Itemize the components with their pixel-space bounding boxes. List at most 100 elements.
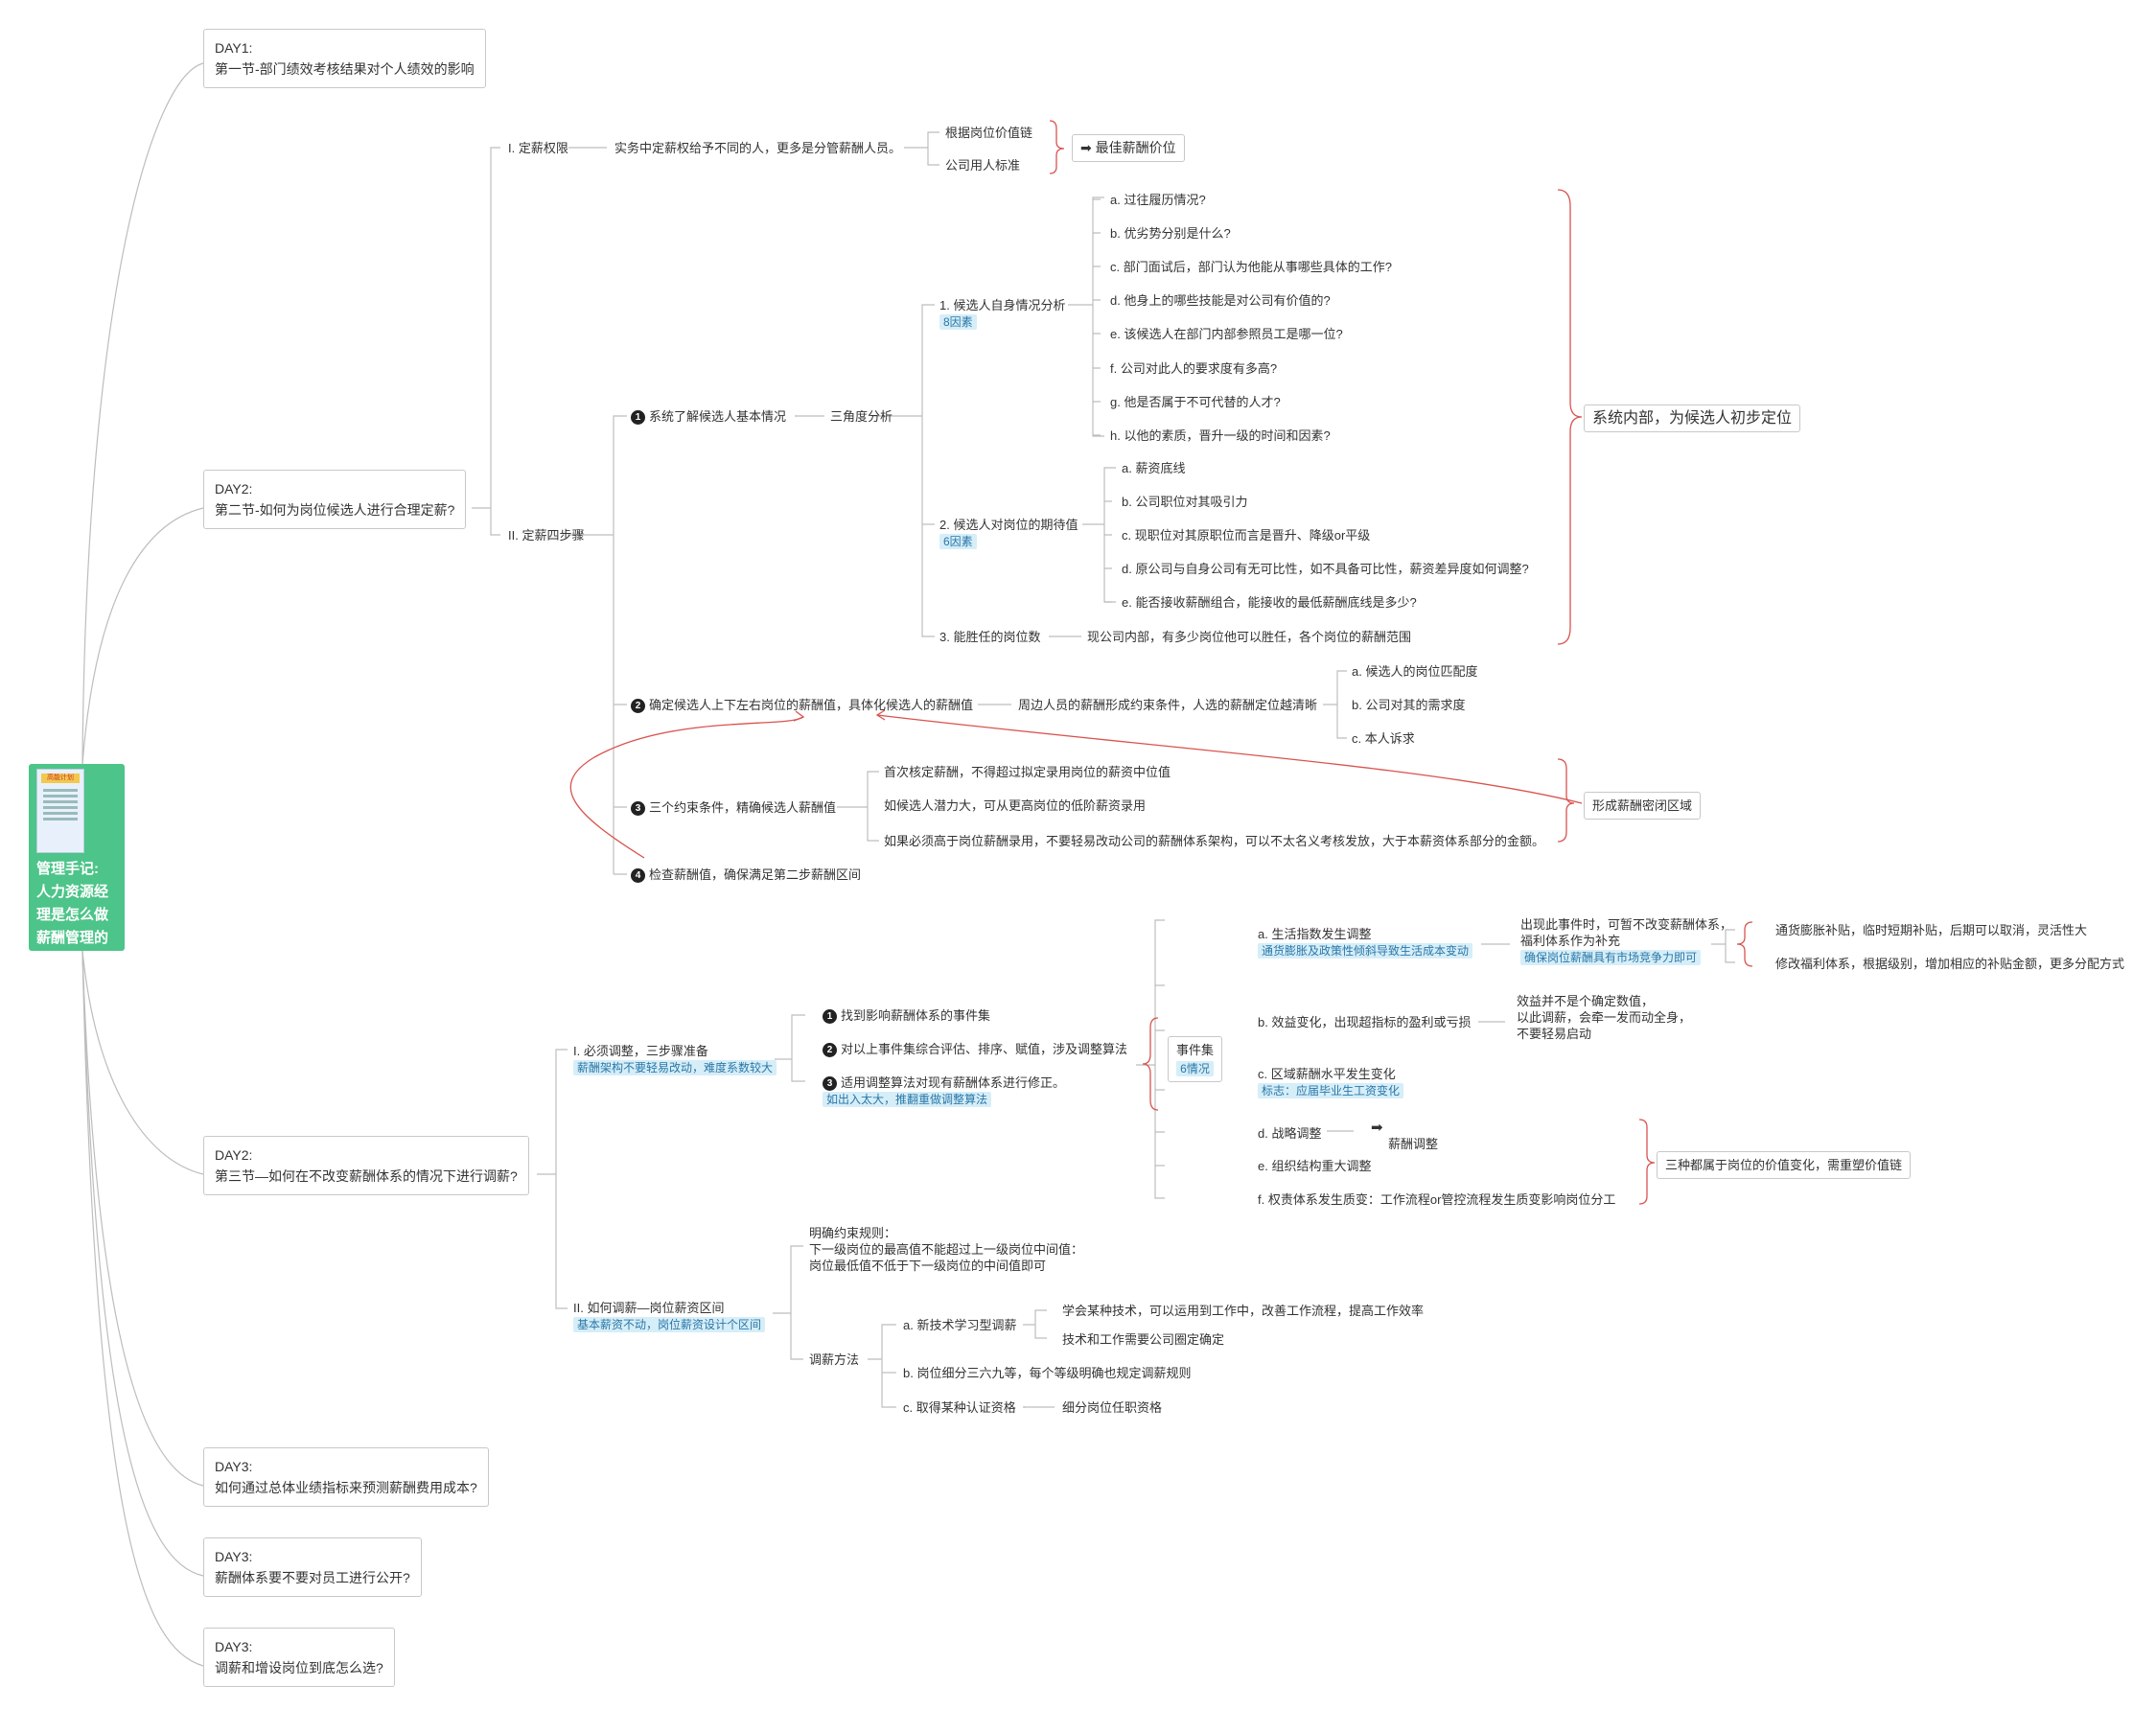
event-b-desc-line: 效益并不是个确定数值， xyxy=(1517,994,1655,1008)
event-b-desc[interactable]: 效益并不是个确定数值， 以此调薪，会牵一发而动全身， 不要轻易启动 xyxy=(1517,993,1691,1042)
must-adjust-node[interactable]: I. 必须调整，三步骤准备 薪酬架构不要轻易改动，难度系数较大 xyxy=(573,1043,777,1075)
expectation-item[interactable]: e. 能否接收薪酬组合，能接收的最低薪酬底线是多少? xyxy=(1122,595,1417,610)
event-a-node[interactable]: a. 生活指数发生调整 通货膨胀及政策性倾斜导致生活成本变动 xyxy=(1258,926,1473,959)
step2-item[interactable]: b. 公司对其的需求度 xyxy=(1352,698,1466,712)
step2-item[interactable]: c. 本人诉求 xyxy=(1352,731,1415,746)
day-topic: 第一节-部门绩效考核结果对个人绩效的影响 xyxy=(215,61,475,77)
positions-desc[interactable]: 现公司内部，有多少岗位他可以胜任，各个岗位的薪酬范围 xyxy=(1087,630,1412,644)
redo-tag: 如出入太大，推翻重做调整算法 xyxy=(823,1092,992,1108)
factor-item[interactable]: a. 过往履历情况? xyxy=(1110,193,1206,207)
events-label: 事件集 xyxy=(1176,1043,1215,1057)
best-price-box[interactable]: ➡ 最佳薪酬价位 xyxy=(1072,134,1185,162)
day-label: DAY1: xyxy=(215,40,253,56)
authority-node[interactable]: I. 定薪权限 xyxy=(508,141,568,155)
arrow-right-icon: ➡ xyxy=(1371,1120,1383,1136)
system-position-box[interactable]: 系统内部，为候选人初步定位 xyxy=(1584,404,1801,432)
hiring-standard-node[interactable]: 公司用人标准 xyxy=(945,158,1021,173)
factor-item[interactable]: b. 优劣势分别是什么? xyxy=(1110,226,1231,241)
closed-area-box[interactable]: 形成薪酬密闭区域 xyxy=(1584,792,1702,820)
positions-node[interactable]: 3. 能胜任的岗位数 xyxy=(939,630,1041,644)
method-a-node[interactable]: a. 新技术学习型调薪 xyxy=(903,1318,1017,1332)
step-number-icon: 2 xyxy=(823,1043,837,1058)
event-a-item[interactable]: 通货膨胀补贴，临时短期补贴，后期可以取消，灵活性大 xyxy=(1775,923,2088,937)
day-topic: 第三节—如何在不改变薪酬体系的情况下进行调薪? xyxy=(215,1168,518,1184)
constraint-item[interactable]: 如果必须高于岗位薪酬录用，不要轻易改动公司的薪酬体系架构，可以不太名义考核发放，… xyxy=(884,834,1545,848)
factor-item[interactable]: e. 该候选人在部门内部参照员工是哪一位? xyxy=(1110,327,1343,341)
root-title-line: 管理手记: xyxy=(36,861,99,877)
event-a-desc[interactable]: 出现此事件时，可暂不改变薪酬体系， 福利体系作为补充 确保岗位薪酬具有市场竞争力… xyxy=(1520,916,1732,965)
event-c-node[interactable]: c. 区域薪酬水平发生变化 标志：应届毕业生工资变化 xyxy=(1258,1066,1404,1098)
root-title-line: 人力资源经 xyxy=(36,884,109,900)
root-title-line: 薪酬管理的 xyxy=(36,930,109,946)
salary-adjust-node[interactable]: ➡ 薪酬调整 xyxy=(1371,1120,1438,1152)
value-chain-node[interactable]: 根据岗位价值链 xyxy=(945,126,1033,140)
day2-section2-node[interactable]: DAY2: 第二节-如何为岗位候选人进行合理定薪? xyxy=(203,470,467,529)
rule-node[interactable]: 明确约束规则： 下一级岗位的最高值不能超过上一级岗位中间值： 岗位最低值不低于下… xyxy=(809,1225,1083,1274)
event-b-desc-line: 不要轻易启动 xyxy=(1517,1027,1592,1041)
day-topic: 调薪和增设岗位到底怎么选? xyxy=(215,1660,383,1675)
step2-desc[interactable]: 周边人员的薪酬形成约束条件，人选的薪酬定位越清晰 xyxy=(1018,698,1318,712)
event-a-desc-line: 福利体系作为补充 xyxy=(1520,934,1621,948)
day-label: DAY3: xyxy=(215,1639,253,1654)
constraint-item[interactable]: 首次核定薪酬，不得超过拟定录用岗位的薪资中位值 xyxy=(884,765,1171,779)
method-c-desc[interactable]: 细分岗位任职资格 xyxy=(1062,1400,1163,1415)
thumb-title: 高能计划 xyxy=(41,774,80,783)
method-b-node[interactable]: b. 岗位细分三六九等，每个等级明确也规定调薪规则 xyxy=(903,1366,1192,1380)
arrow-right-icon: ➡ xyxy=(1080,140,1092,155)
root-node[interactable]: 高能计划 管理手记: 人力资源经 理是怎么做 薪酬管理的 xyxy=(29,764,125,951)
expectation-node[interactable]: 2. 候选人对岗位的期待值 6因素 xyxy=(939,517,1078,549)
step1-label: 系统了解候选人基本情况 xyxy=(649,409,787,424)
event-d-node[interactable]: d. 战略调整 xyxy=(1258,1126,1322,1141)
method-a-item[interactable]: 技术和工作需要公司圈定确定 xyxy=(1062,1332,1225,1347)
how-adjust-tag: 基本薪资不动，岗位薪资设计个区间 xyxy=(573,1317,766,1332)
day-label: DAY3: xyxy=(215,1549,253,1564)
factor-item[interactable]: c. 部门面试后，部门认为他能从事哪些具体的工作? xyxy=(1110,260,1392,274)
step2-item[interactable]: a. 候选人的岗位匹配度 xyxy=(1352,664,1478,679)
events-box[interactable]: 事件集 6情况 xyxy=(1168,1036,1223,1082)
must-adjust-label: I. 必须调整，三步骤准备 xyxy=(573,1044,708,1058)
expectation-item[interactable]: c. 现职位对其原职位而言是晋升、降级or平级 xyxy=(1122,528,1371,543)
self-analysis-label: 1. 候选人自身情况分析 xyxy=(939,298,1066,312)
day-topic: 第二节-如何为岗位候选人进行合理定薪? xyxy=(215,502,455,518)
event-f-node[interactable]: f. 权责体系发生质变：工作流程or管控流程发生质变影响岗位分工 xyxy=(1258,1192,1616,1207)
factor-item[interactable]: h. 以他的素质，晋升一级的时间和因素? xyxy=(1110,428,1331,443)
expectation-item[interactable]: b. 公司职位对其吸引力 xyxy=(1122,495,1248,509)
day3-cost-node[interactable]: DAY3: 如何通过总体业绩指标来预测薪酬费用成本? xyxy=(203,1447,489,1507)
method-c-node[interactable]: c. 取得某种认证资格 xyxy=(903,1400,1016,1415)
step4-label: 检查薪酬值，确保满足第二步薪酬区间 xyxy=(649,867,862,882)
four-steps-node[interactable]: II. 定薪四步骤 xyxy=(508,528,585,543)
how-adjust-label: II. 如何调薪—岗位薪资区间 xyxy=(573,1301,725,1315)
event-a-desc-line: 出现此事件时，可暂不改变薪酬体系， xyxy=(1520,917,1733,932)
event-b-desc-line: 以此调薪，会牵一发而动全身， xyxy=(1517,1010,1692,1025)
step-number-icon: 1 xyxy=(823,1009,837,1025)
factor-item[interactable]: g. 他是否属于不可代替的人才? xyxy=(1110,395,1281,409)
step-number-icon: 3 xyxy=(823,1076,837,1092)
event-a-item[interactable]: 修改福利体系，根据级别，增加相应的补贴金额，更多分配方式 xyxy=(1775,957,2125,971)
event-b-node[interactable]: b. 效益变化，出现超指标的盈利或亏损 xyxy=(1258,1015,1472,1029)
self-analysis-node[interactable]: 1. 候选人自身情况分析 8因素 xyxy=(939,297,1065,330)
constraint-item[interactable]: 如候选人潜力大，可从更高岗位的低阶薪资录用 xyxy=(884,798,1147,813)
day3-choice-node[interactable]: DAY3: 调薪和增设岗位到底怎么选? xyxy=(203,1628,395,1687)
factor-item[interactable]: f. 公司对此人的要求度有多高? xyxy=(1110,361,1278,376)
day1-node[interactable]: DAY1: 第一节-部门绩效考核结果对个人绩效的影响 xyxy=(203,29,486,88)
value-chain-box[interactable]: 三种都属于岗位的价值变化，需重塑价值链 xyxy=(1657,1151,1912,1179)
expectation-item[interactable]: a. 薪资底线 xyxy=(1122,461,1186,475)
method-node[interactable]: 调薪方法 xyxy=(809,1352,860,1367)
how-adjust-node[interactable]: II. 如何调薪—岗位薪资区间 基本薪资不动，岗位薪资设计个区间 xyxy=(573,1300,766,1332)
day2-section3-node[interactable]: DAY2: 第三节—如何在不改变薪酬体系的情况下进行调薪? xyxy=(203,1136,529,1195)
method-a-item[interactable]: 学会某种技术，可以运用到工作中，改善工作流程，提高工作效率 xyxy=(1062,1304,1425,1318)
authority-desc[interactable]: 实务中定薪权给予不同的人，更多是分管薪酬人员。 xyxy=(614,141,902,155)
three-angle-node[interactable]: 三角度分析 xyxy=(830,409,893,424)
day3-disclosure-node[interactable]: DAY3: 薪酬体系要不要对员工进行公开? xyxy=(203,1537,422,1597)
factor-item[interactable]: d. 他身上的哪些技能是对公司有价值的? xyxy=(1110,293,1331,308)
step2-label: 确定候选人上下左右岗位的薪酬值，具体化候选人的薪酬值 xyxy=(649,698,974,712)
expectation-item[interactable]: d. 原公司与自身公司有无可比性，如不具备可比性，薪资差异度如何调整? xyxy=(1122,562,1529,576)
event-e-node[interactable]: e. 组织结构重大调整 xyxy=(1258,1159,1372,1173)
